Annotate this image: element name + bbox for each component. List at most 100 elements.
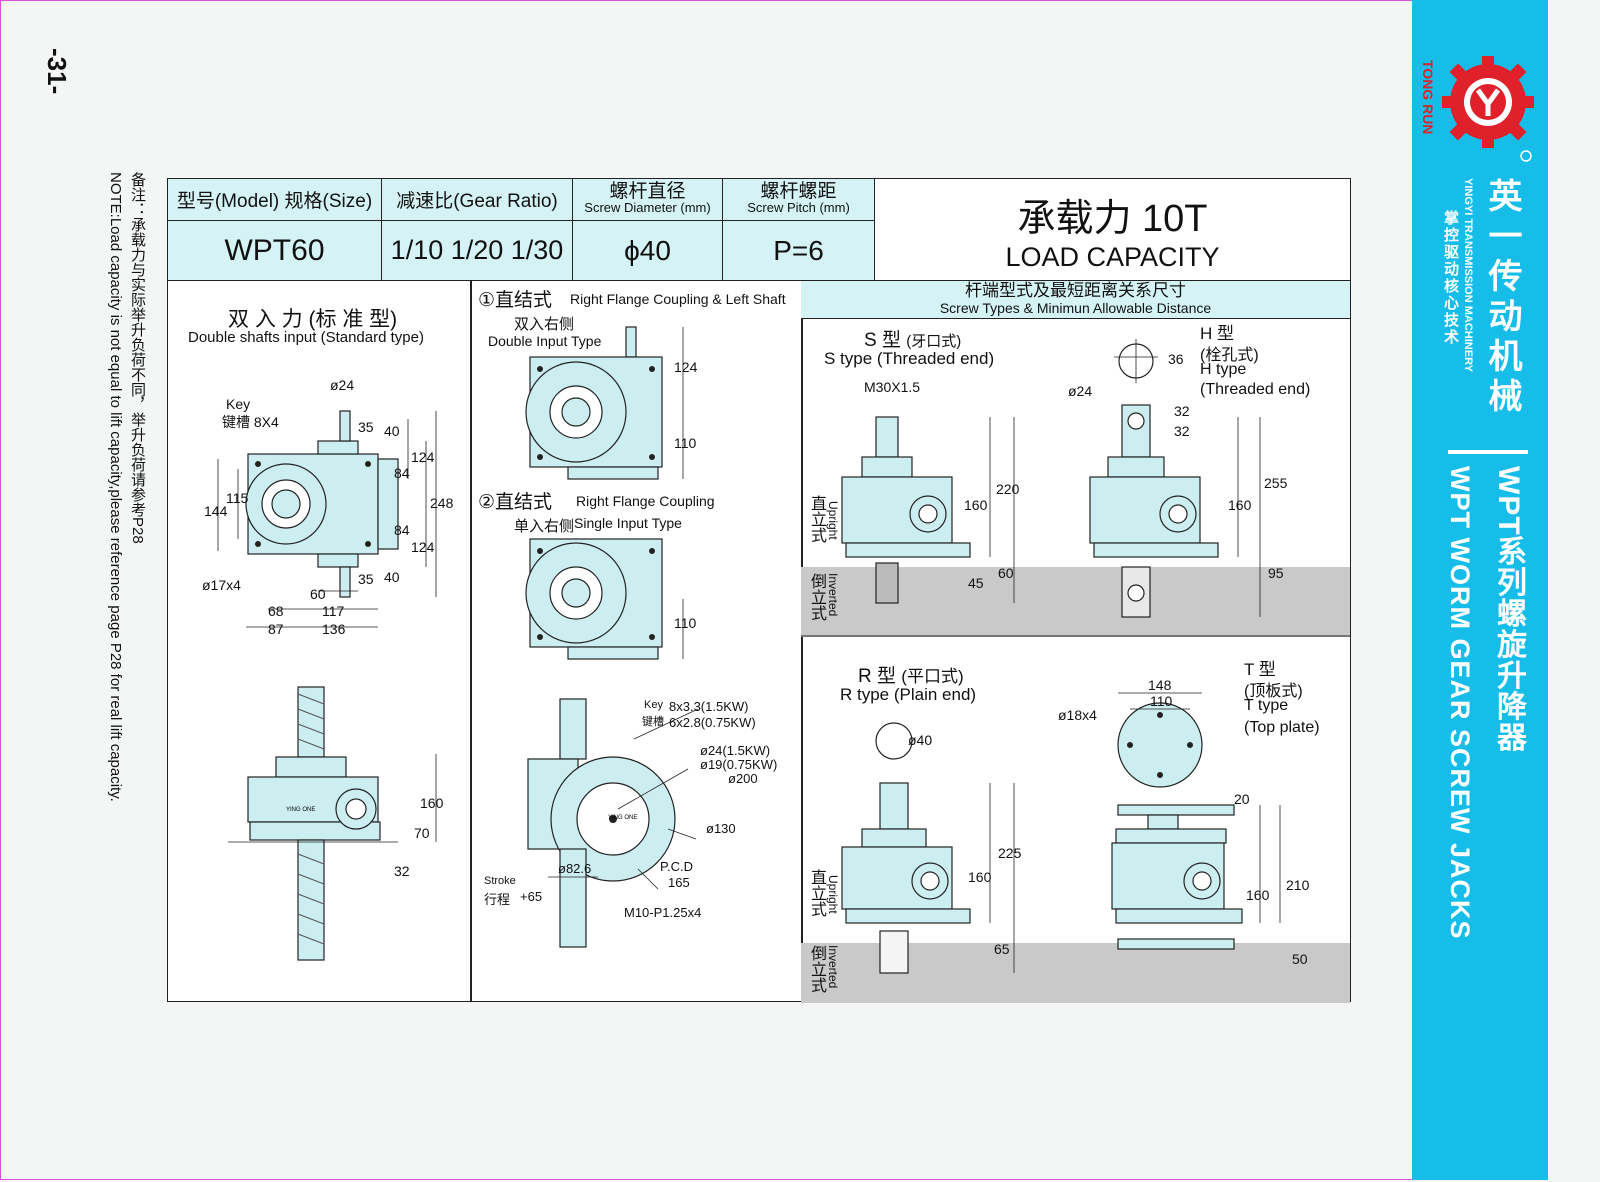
inverted-cn-1: 倒立式 [808,573,825,621]
dim-84b: 84 [394,522,410,538]
ratio-value-cell: 1/10 1/20 1/30 [382,221,573,281]
brand-name-en: YINGYI TRANSMISSION MACHINERY [1462,178,1474,372]
tongrun-logo-icon [1442,56,1534,162]
ying-one-mark-left: YING ONE [286,807,315,813]
inverted-cn-2: 倒立式 [808,945,825,993]
brand-band [1412,0,1548,1180]
mid-shaft-1: ø24(1.5KW) [700,743,771,758]
pitch-value: P=6 [773,234,824,266]
band-divider [1448,450,1528,454]
dim-117: 117 [322,603,345,619]
section-divider [801,635,1350,637]
upright-en-1: Upright [826,501,840,540]
r-dim-65: 65 [994,941,1010,957]
ratio-value: 1/10 1/20 1/30 [390,235,564,265]
s-type-cn: S 型 (牙口式) [864,325,961,352]
left-title-en: Double shafts input (Standard type) [188,329,424,346]
t-dim-110: 110 [1150,693,1173,709]
ratio-header-label: 减速比(Gear Ratio) [396,191,558,212]
r-dim-40: ø40 [908,732,933,748]
r-type-cn-main: R 型 [858,666,897,687]
upright-cn-2: 直立式 [808,869,825,917]
capacity-note: 备注：承载力与实际举升负荷不同，举升负荷请参考P28 NOTE:Load cap… [104,172,148,932]
dim-124-mid: 124 [674,359,698,375]
dim-35a: 35 [358,419,374,435]
screw-types-header: 杆端型式及最短距离关系尺寸 Screw Types & Minimun Allo… [801,281,1350,319]
upright-en-2: Upright [826,875,840,914]
type2-sub-en: Single Input Type [574,515,682,531]
pcd-label: P.C.D [660,859,693,874]
diameter-header: 螺杆直径 Screw Diameter (mm) [573,179,723,221]
brand-name-cn: 英一传动机械 [1482,178,1522,418]
pitch-value-cell: P=6 [723,221,875,281]
type1-sub-cn: 双入右侧 [514,316,575,333]
pitch-header-en: Screw Pitch (mm) [747,199,850,215]
dim-87: 87 [268,621,284,637]
s-dim-220: 220 [996,481,1020,497]
model-header: 型号(Model) 规格(Size) [168,179,382,221]
series-title-cn: WPT系列螺旋升降器 [1492,466,1525,753]
inverted-en-2: Inverted [826,945,840,989]
t-type-cn2: (顶板式) [1244,683,1303,700]
stroke-value: +65 [520,889,543,904]
key-en: Key [226,396,251,412]
h-type-en1: H type [1200,361,1247,378]
h-dim-160: 160 [1228,497,1252,513]
inverted-en-1: Inverted [826,573,840,617]
type2-title: ②直结式 [478,492,553,513]
r-dim-225: 225 [998,845,1022,861]
dim-68: 68 [268,603,284,619]
h-dim-95: 95 [1268,565,1284,581]
stroke-cn: 行程 [484,892,511,907]
diameter-value-cell: ϕ40 [573,221,723,281]
diameter-header-cn: 螺杆直径 [609,180,686,202]
page-number: -31- [42,48,72,95]
h-type-cn: H 型 [1200,324,1234,343]
dim-124b: 124 [411,539,435,555]
panel-divider-2 [801,281,803,1001]
s-type-cn-main: S 型 [864,330,901,351]
t-dim-18x4: ø18x4 [1058,707,1097,723]
model-header-label: 型号(Model) 规格(Size) [176,191,373,212]
mid-key-en: Key [644,699,663,711]
note-cn: 备注：承载力与实际举升负荷不同，举升负荷请参考P28 [129,172,146,544]
s-type-en: S type (Threaded end) [824,349,995,368]
dim-248: 248 [430,495,454,511]
ratio-header: 减速比(Gear Ratio) [382,179,573,221]
h-type-en2: (Threaded end) [1200,381,1311,398]
spec-sheet: 型号(Model) 规格(Size) 减速比(Gear Ratio) 螺杆直径 … [167,178,1351,1003]
h-dim-24: ø24 [1068,383,1093,399]
dim-144: 144 [204,503,228,519]
t-type-en1: T type [1244,697,1289,714]
s-dim-60: 60 [998,565,1014,581]
stroke-en: Stroke [484,875,516,887]
dim-136: 136 [322,621,346,637]
type2-en: Right Flange Coupling [576,493,715,509]
h-type-cn2: (栓孔式) [1200,347,1259,364]
h-dim-32a: 32 [1174,403,1190,419]
bolt-spec: M10-P1.25x4 [624,905,702,920]
dim-17x4: ø17x4 [202,577,241,593]
model-value-cell: WPT60 [168,221,382,281]
t-type-en2: (Top plate) [1244,719,1320,736]
pitch-header-cn: 螺杆螺距 [760,180,837,202]
screw-types-title-en: Screw Types & Minimun Allowable Distance [939,300,1212,316]
s-thread: M30X1.5 [864,379,921,395]
dim-40b: 40 [384,569,400,585]
dim-60: 60 [310,586,326,602]
s-dim-160: 160 [964,497,988,513]
r-type-cn-sub: (平口式) [901,667,964,686]
upright-cn-1: 直立式 [808,495,825,543]
t-dim-160: 160 [1246,887,1270,903]
screw-end-types-drawings [841,339,1281,974]
flange-coupling-drawings: YING ONE [525,326,699,948]
type1-sub-en: Double Input Type [488,333,602,349]
pcd-value: 165 [668,875,690,890]
r-dim-160: 160 [968,869,992,885]
band-margin [1548,0,1598,1180]
t-dim-50: 50 [1292,951,1308,967]
t-dim-148: 148 [1148,677,1172,693]
type1-en: Right Flange Coupling & Left Shaft [570,291,786,307]
s-type-cn-sub: (牙口式) [906,333,962,350]
load-capacity: 承载力 10T LOAD CAPACITY [875,179,1350,281]
